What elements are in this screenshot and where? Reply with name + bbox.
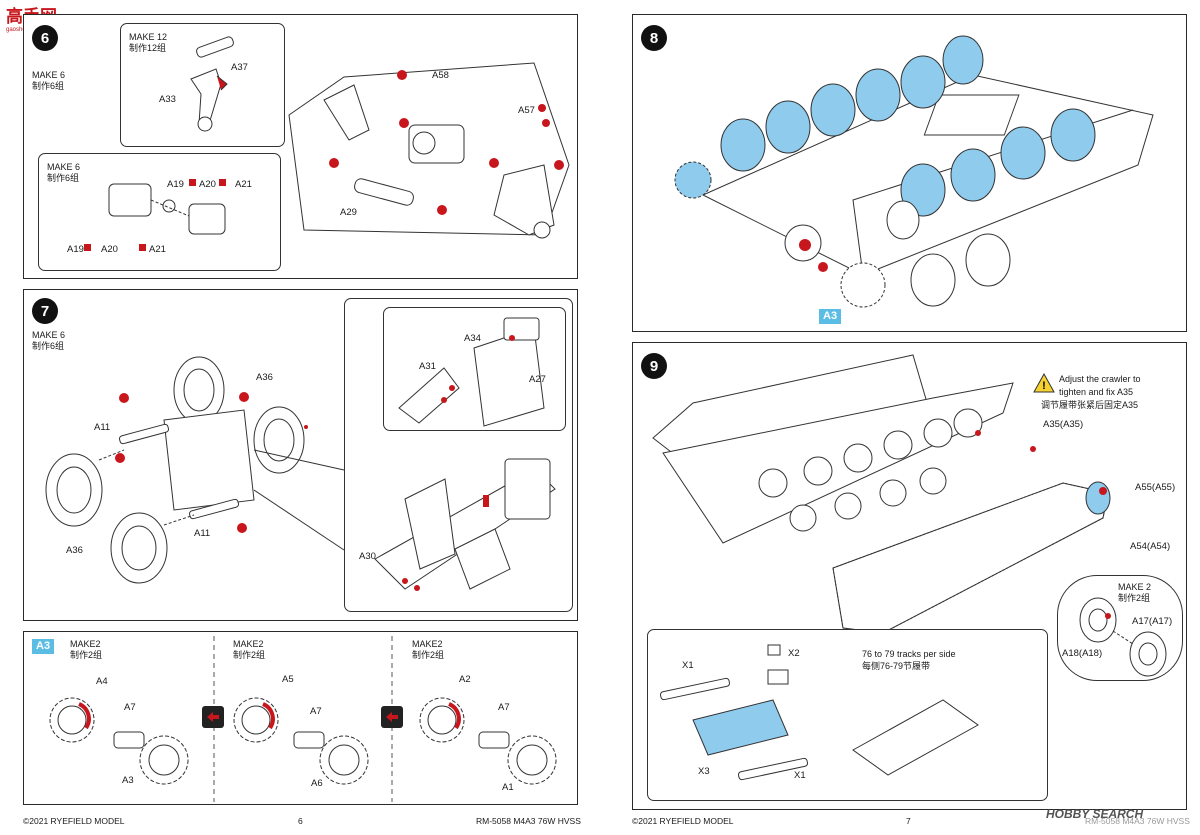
part-A11-b: A11 [194, 528, 211, 539]
make12-drawing [190, 36, 234, 132]
a3-col3-make: MAKE2 制作2组 [412, 639, 445, 660]
part-A21-b: A21 [149, 244, 166, 255]
swap-arrow-icon-2 [381, 706, 403, 728]
part-A33: A33 [159, 94, 176, 105]
part-A4: A4 [96, 676, 108, 687]
part-X3: X3 [698, 766, 710, 777]
part-A2: A2 [459, 674, 471, 685]
part-A20-b: A20 [101, 244, 118, 255]
part-A19-a: A19 [167, 179, 184, 190]
step-8-panel: 8 A3 [632, 14, 1187, 332]
step-7-panel: 7 MAKE 6 制作6组 A36 A11 A11 A36 [23, 289, 578, 621]
make2-label: MAKE 2 制作2组 [1118, 582, 1152, 603]
step-7-make: MAKE 6 制作6组 [32, 330, 66, 351]
adjust-note-en-1: Adjust the crawler to [1059, 374, 1141, 384]
part-A20-a: A20 [199, 179, 216, 190]
right-footer-product: RM-5058 M4A3 76W HVSS [1085, 816, 1190, 826]
part-A30: A30 [359, 551, 376, 562]
tracks-note-cn: 每侧76-79节履带 [862, 661, 931, 671]
swap-arrow-icon-1 [202, 706, 224, 728]
step-8-drawing [674, 35, 1154, 308]
tracks-drawing [659, 644, 979, 781]
inset-main-drawing [374, 458, 556, 591]
a3-col1-make: MAKE2 制作2组 [70, 639, 103, 660]
hobbysearch-watermark: HOBBY SEARCH [1046, 807, 1144, 821]
part-A54: A54(A54) [1130, 541, 1171, 552]
a3-col2-make: MAKE2 制作2组 [233, 639, 266, 660]
part-A37: A37 [231, 62, 248, 73]
adjust-note-cn: 调节履带张紧后固定A35 [1041, 400, 1139, 410]
tracks-note-en: 76 to 79 tracks per side [862, 649, 956, 659]
left-footer-page: 6 [298, 816, 303, 826]
step-7-inset-detail: A34 A31 A27 [383, 307, 566, 431]
a3-sprockets-drawing [49, 697, 557, 785]
warning-icon: ! [1033, 372, 1055, 393]
adjust-note-en-2: tighten and fix A35 [1059, 387, 1134, 397]
svg-text:!: ! [1042, 380, 1046, 392]
part-A34: A34 [464, 333, 481, 344]
step-9-hull-drawing [652, 354, 1111, 634]
part-A7-b: A7 [310, 706, 322, 717]
make6-sub-label: MAKE 6 制作6组 [47, 162, 81, 183]
part-A36-b: A36 [66, 545, 83, 556]
right-footer-copyright: ©2021 RYEFIELD MODEL [632, 816, 734, 826]
part-A1: A1 [502, 782, 514, 793]
part-A19-b: A19 [67, 244, 84, 255]
part-A29: A29 [340, 207, 357, 218]
part-A31: A31 [419, 361, 436, 372]
step-6-panel: 6 MAKE 6 制作6组 MAKE 12 制作12组 A37 A33 MAKE… [23, 14, 578, 279]
step-6-main-drawing [288, 62, 570, 239]
part-A35: A35(A35) [1043, 419, 1084, 430]
make6-subassembly: MAKE 6 制作6组 A19 A20 A21 A19 A20 A21 [38, 153, 281, 271]
part-X2: X2 [788, 648, 800, 659]
tracks-inset: 76 to 79 tracks per side 每侧76-79节履带 X1 X… [647, 629, 1048, 801]
part-A7-a: A7 [124, 702, 136, 713]
part-A21-a: A21 [235, 179, 252, 190]
step-6-number: 6 [32, 25, 58, 51]
part-A17: A17(A17) [1132, 616, 1173, 627]
step-7-drawing [45, 356, 345, 584]
a3-badge: A3 [32, 639, 55, 654]
make6-sub-drawing [84, 179, 226, 251]
inset-detail-drawing [398, 317, 545, 427]
left-footer-copyright: ©2021 RYEFIELD MODEL [23, 816, 125, 826]
make2-wheel-inset: MAKE 2 制作2组 A17(A17) A18(A18) [1057, 575, 1183, 681]
step-6-make: MAKE 6 制作6组 [32, 70, 66, 91]
step-9-panel: 9 ! Adjust the crawler to tighten and fi… [632, 342, 1187, 810]
step-9-number: 9 [641, 353, 667, 379]
part-A5: A5 [282, 674, 294, 685]
part-A3: A3 [122, 775, 134, 786]
right-footer-page: 7 [906, 816, 911, 826]
part-A27: A27 [529, 374, 546, 385]
part-A7-c: A7 [498, 702, 510, 713]
step-7-inset: A34 A31 A27 A30 [344, 298, 573, 612]
part-A36-a: A36 [256, 372, 273, 383]
part-A11-a: A11 [94, 422, 111, 433]
part-A58: A58 [432, 70, 449, 81]
part-A57: A57 [518, 105, 535, 116]
step-7-number: 7 [32, 298, 58, 324]
left-footer-product: RM-5058 M4A3 76W HVSS [476, 816, 581, 826]
part-A6: A6 [311, 778, 323, 789]
step-8-number: 8 [641, 25, 667, 51]
make12-subassembly: MAKE 12 制作12组 A37 A33 [120, 23, 285, 147]
part-X1-a: X1 [682, 660, 694, 671]
make2-wheel-drawing [1079, 597, 1167, 677]
a3-panel: A3 MAKE2 制作2组 MAKE2 制作2组 MAKE2 制作2组 A4 A… [23, 631, 578, 805]
make12-label: MAKE 12 制作12组 [129, 32, 168, 53]
part-A55: A55(A55) [1135, 482, 1176, 493]
part-X1-b: X1 [794, 770, 806, 781]
part-A18: A18(A18) [1062, 648, 1103, 659]
step-8-a3-badge: A3 [819, 309, 842, 324]
